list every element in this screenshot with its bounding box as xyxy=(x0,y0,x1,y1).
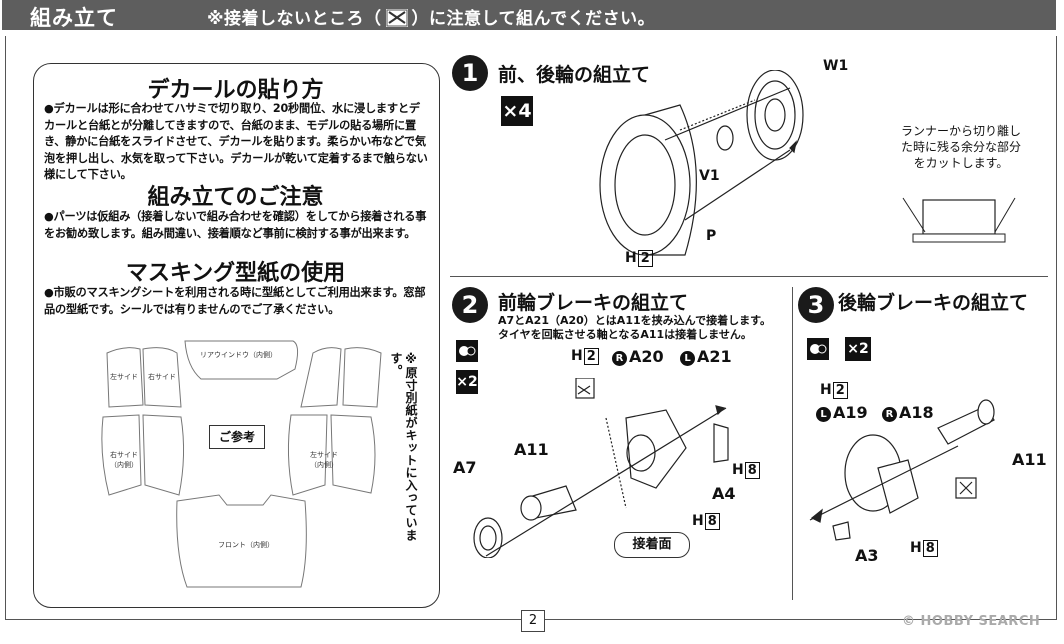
rear-brake-diagram xyxy=(809,399,995,541)
mask-label-right-inner: 右サイド（内側） xyxy=(110,451,138,469)
paint-icon xyxy=(456,340,478,362)
part-a7: A7 xyxy=(453,458,477,477)
no-glue-icon xyxy=(385,9,408,27)
masking-title: マスキング型紙の使用 xyxy=(125,261,346,286)
masking-text: ●市販のマスキングシートを利用される時に型紙としてご利用出来ます。窓部品の型紙で… xyxy=(44,286,426,316)
decal-title: デカールの貼り方 xyxy=(147,78,324,103)
step1-qty: ×4 xyxy=(501,96,533,126)
decal-panel xyxy=(33,63,440,608)
step3-title: 後輪ブレーキの組立て xyxy=(838,292,1029,314)
part-a11-step3: A11 xyxy=(1012,450,1047,469)
step2-title: 前輪ブレーキの組立て xyxy=(498,292,689,314)
vertical-note: ※原寸別紙がキットに入っています。 xyxy=(389,352,418,542)
wheel-diagram xyxy=(599,70,804,256)
part-p: P xyxy=(706,228,717,244)
part-w1: W1 xyxy=(823,58,849,74)
step2-qty: ×2 xyxy=(456,370,478,394)
decal-instructions: ●デカールは形に合わせてハサミで切り取り、20秒間位、水に浸しますとデカールと台… xyxy=(44,102,428,181)
assembly-caution-text: ●パーツは仮組み（接着しないで組み合わせを確認）をしてから接着される事をお勧め致… xyxy=(44,210,427,240)
mask-label-left: 左サイド xyxy=(110,373,138,381)
step3-number: 3 xyxy=(798,287,834,323)
step2-desc2: タイヤを回転させる軸となるA11は接着しません。 xyxy=(498,328,752,341)
front-brake-diagram xyxy=(473,378,729,558)
part-a11-step2: A11 xyxy=(514,440,549,459)
step1-number: 1 xyxy=(452,55,488,91)
masking-templates xyxy=(101,340,382,588)
step2-desc1: A7とA21（A20）とはA11を挟み込んで接着します。 xyxy=(498,314,771,327)
runner-cut-diagram xyxy=(902,197,1016,243)
mask-label-left-inner: 左サイド（内側） xyxy=(310,451,338,469)
paint-icon-step3 xyxy=(807,338,829,360)
assembly-caution-title: 組み立てのご注意 xyxy=(147,185,324,210)
part-v1: V1 xyxy=(699,168,720,184)
page-number: 2 xyxy=(521,610,545,632)
glue-surface-label: 接着面 xyxy=(614,532,690,558)
divider-horizontal xyxy=(450,276,1048,277)
divider-vertical xyxy=(792,287,793,600)
section-title: 組み立て xyxy=(30,6,118,30)
step1-title: 前、後輪の組立て xyxy=(498,64,651,86)
step3-qty: ×2 xyxy=(845,337,871,361)
caution-text: ※接着しないところ（）に注意して組んでください。 xyxy=(207,9,656,29)
mask-label-front: フロント（内側） xyxy=(218,541,274,549)
watermark: © HOBBY SEARCH xyxy=(902,614,1041,629)
mask-label-rear: リアウインドウ（内側） xyxy=(200,351,277,359)
mask-label-right: 右サイド xyxy=(148,373,176,381)
header-bar: 組み立て ※接着しないところ（）に注意して組んでください。 xyxy=(2,0,1056,30)
part-a3: A3 xyxy=(855,546,879,565)
runner-cut-note: ランナーから切り離した時に残る余分な部分をカットします。 xyxy=(900,124,1021,170)
step2-number: 2 xyxy=(452,287,488,323)
part-a4: A4 xyxy=(712,484,736,503)
reference-label: ご参考 xyxy=(209,425,265,449)
